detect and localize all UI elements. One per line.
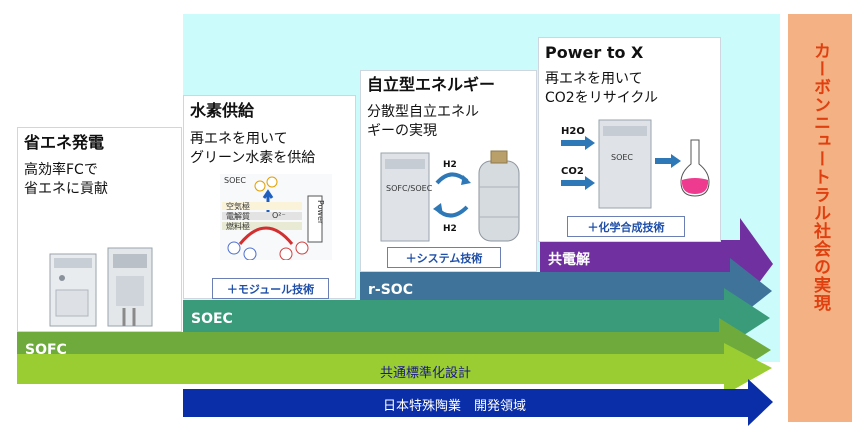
autonomous-card-line1: 分散型自立エネル: [367, 104, 479, 120]
soec-cell-label: SOEC: [224, 176, 246, 185]
oxide-ion-label: O²⁻: [272, 211, 286, 220]
co2-input-label: CO2: [561, 166, 584, 177]
ptx-process-illustration: H2O CO2 SOEC: [561, 119, 710, 209]
soec-cell-diagram: SOEC 空気極 電解質 燃料極 O²⁻ Power: [220, 174, 332, 260]
hydrogen-card-line2: グリーン水素を供給: [190, 150, 316, 166]
system-technology-tag: ＋システム技術: [387, 247, 501, 268]
power-to-x-card: Power to X 再エネを用いて CO2をリサイクル H2O CO2 SOE…: [538, 37, 721, 242]
autonomous-card-line2: ギーの実現: [367, 123, 437, 139]
air-electrode-label: 空気極: [226, 201, 250, 211]
sofc-card-line1: 高効率FCで: [24, 162, 98, 178]
autonomous-card-title: 自立型エネルギー: [367, 75, 496, 94]
development-area-label: 日本特殊陶業 開発領域: [383, 399, 527, 414]
sofc-label: SOFC: [25, 342, 67, 358]
r-soc-label: r-SOC: [368, 282, 413, 298]
sofc-card-title: 省エネ発電: [24, 133, 105, 152]
carbon-neutral-banner-text: カーボンニュートラル社会の実現: [810, 42, 830, 312]
h2-bottom-label: H2: [443, 224, 457, 234]
co-electrolysis-label: 共電解: [548, 252, 590, 268]
ptx-card-line2: CO2をリサイクル: [545, 90, 659, 106]
common-design-arrow: [17, 343, 772, 395]
autonomous-energy-card: 自立型エネルギー 分散型自立エネル ギーの実現 SOFC/SOEC H2 H2 …: [360, 70, 537, 272]
ptx-card-line1: 再エネを用いて: [545, 71, 643, 87]
fuel-electrode-label: 燃料極: [226, 221, 250, 231]
sofc-soec-box-label: SOFC/SOEC: [386, 184, 433, 193]
fuel-cell-unit-illustration: [49, 247, 153, 327]
soec-label: SOEC: [191, 311, 233, 327]
development-area-arrow: [183, 379, 773, 426]
power-label: Power: [316, 200, 325, 225]
ptx-card-title: Power to X: [545, 43, 644, 62]
sofc-card: 省エネ発電 高効率FCで 省エネに貢献: [17, 127, 182, 332]
hydrogen-card-line1: 再エネを用いて: [190, 131, 288, 147]
electrolyte-label: 電解質: [226, 211, 250, 221]
common-design-label: 共通標準化設計: [380, 366, 472, 381]
hydrogen-card: 水素供給 再エネを用いて グリーン水素を供給 SOEC 空気極 電解質 燃料極 …: [183, 95, 356, 299]
sofc-soec-system-illustration: SOFC/SOEC H2 H2: [380, 150, 520, 242]
module-technology-tag: ＋モジュール技術: [212, 278, 329, 299]
chemical-synthesis-tag: ＋化学合成技術: [567, 216, 685, 237]
h2-top-label: H2: [443, 160, 457, 170]
sofc-card-line2: 省エネに貢献: [24, 181, 108, 197]
ptx-soec-box-label: SOEC: [611, 153, 633, 162]
carbon-neutral-banner: カーボンニュートラル社会の実現: [788, 14, 852, 422]
h2o-input-label: H2O: [561, 126, 585, 137]
hydrogen-card-title: 水素供給: [190, 101, 255, 120]
